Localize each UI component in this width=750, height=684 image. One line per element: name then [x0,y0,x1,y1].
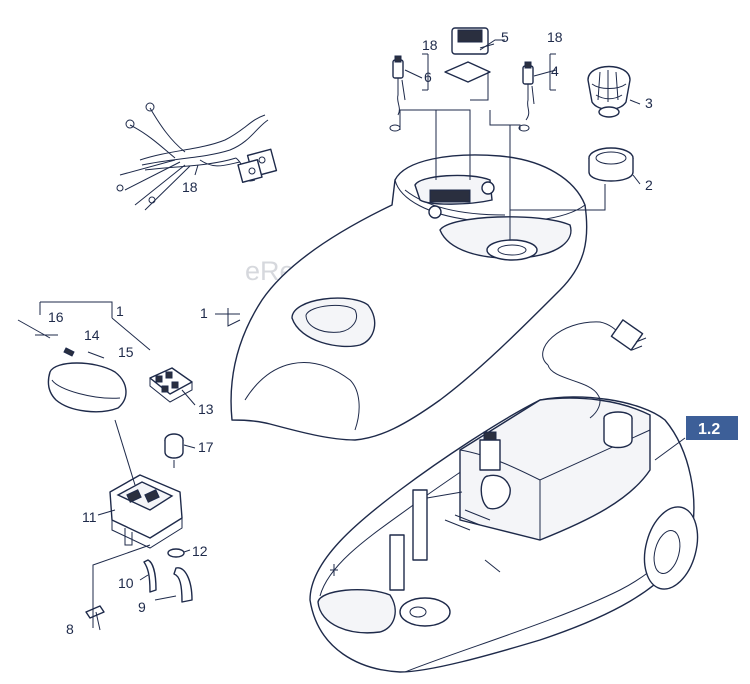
ring-12 [167,548,185,558]
callout-12: 12 [192,543,208,559]
callout-3: 3 [645,95,653,111]
callout-13: 13 [198,401,214,417]
upper-housing-cover [230,154,588,441]
callout-11: 11 [82,509,97,525]
hose-9 [173,567,193,603]
assembly-badge-label: 1.2 [698,421,720,438]
lid-15 [47,362,127,413]
callout-6: 6 [424,69,432,85]
callout-18-harness: 18 [182,179,198,195]
hose-10 [143,559,157,593]
callout-1-panel: 1 [116,303,124,319]
base-housing [309,319,699,673]
callout-16: 16 [48,309,64,325]
callout-5: 5 [501,29,509,45]
callout-18-switch-4: 18 [547,29,563,45]
rocker-switch-5 [444,27,491,83]
assembly-badge: 1.2 [686,416,738,440]
connector-13 [149,367,193,403]
callout-4: 4 [551,63,559,79]
valve-17 [164,433,184,468]
callout-15: 15 [118,344,134,360]
leader-lines [35,39,686,628]
control-panel-11 [109,474,183,549]
callout-17: 17 [198,439,214,455]
callout-2: 2 [645,177,653,193]
callout-labels: 18 6 5 18 4 3 2 18 1 1 16 14 15 13 17 11… [48,29,653,637]
ring-2 [588,147,634,182]
screw-14 [63,347,75,357]
callout-9: 9 [138,599,146,615]
screw-8 [85,605,105,631]
callout-14: 14 [84,327,100,343]
wiring-harness [116,102,278,211]
callout-10: 10 [118,575,134,591]
callout-8: 8 [66,621,74,637]
callout-1-cover: 1 [200,305,208,321]
callout-18-switch-6: 18 [422,37,438,53]
switch-4 [518,61,535,132]
cap-3 [587,65,631,118]
switch-6 [389,55,406,132]
